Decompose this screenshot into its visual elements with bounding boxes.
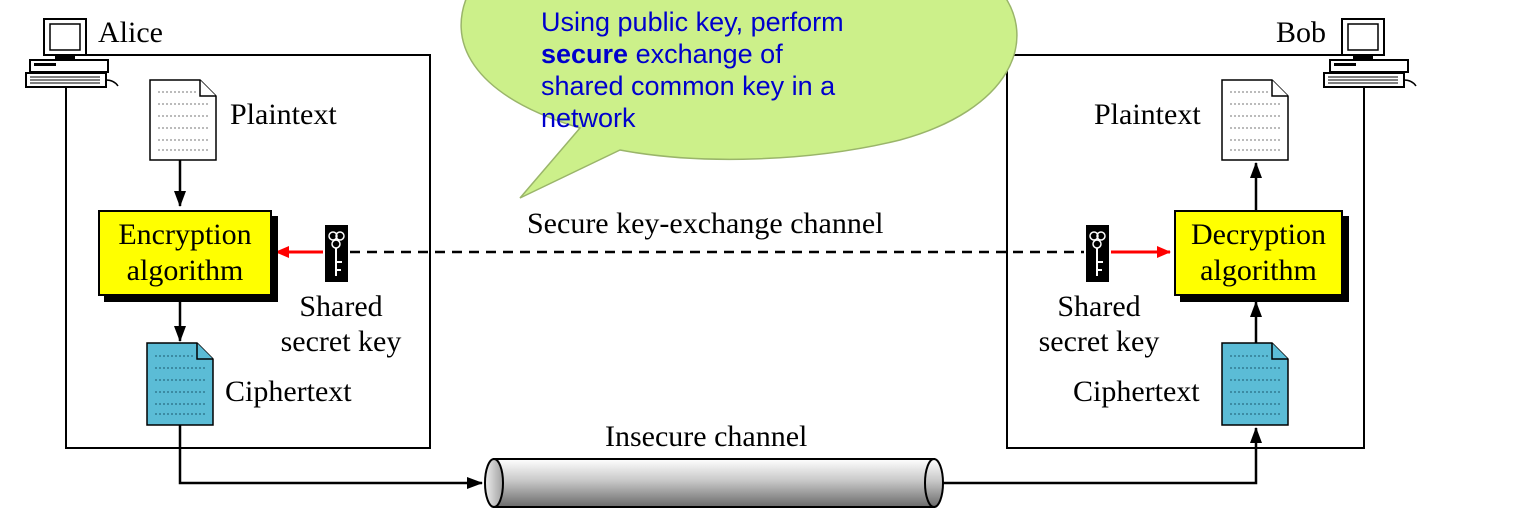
bob-label: Bob xyxy=(1276,16,1327,49)
alice-ciphertext-document-icon xyxy=(146,342,214,426)
bob-plaintext-document-icon xyxy=(1221,79,1289,161)
encryption-label-line2: algorithm xyxy=(126,254,244,287)
bob-ciphertext-document-icon xyxy=(1221,342,1289,426)
alice-computer-icon xyxy=(25,18,119,88)
bob-key-label: Shared secret key xyxy=(1030,290,1168,359)
alice-key-label-line2: secret key xyxy=(280,324,402,358)
insecure-path-right xyxy=(940,427,1262,485)
alice-box xyxy=(65,54,431,449)
alice-key-label-line1: Shared xyxy=(299,290,383,323)
bob-key-label-line2: secret key xyxy=(1038,324,1160,358)
bob-ciphertext-label: Ciphertext xyxy=(1073,375,1200,408)
alice-plaintext-document-icon xyxy=(149,79,217,161)
callout-text: Using public key, perform secure exchang… xyxy=(541,6,941,134)
callout-line2: secure exchange of xyxy=(541,38,941,70)
alice-label: Alice xyxy=(98,16,163,49)
bob-key-label-line1: Shared xyxy=(1057,290,1141,323)
secure-channel-label: Secure key-exchange channel xyxy=(527,207,884,240)
encryption-label-line1: Encryption xyxy=(118,218,252,251)
decryption-algorithm-box: Decryption algorithm xyxy=(1174,210,1343,296)
alice-key-icon xyxy=(325,225,348,282)
insecure-channel-label: Insecure channel xyxy=(605,420,808,453)
bob-key-icon xyxy=(1086,225,1109,282)
alice-ciphertext-label: Ciphertext xyxy=(225,375,352,408)
callout-line1: Using public key, perform xyxy=(541,7,844,37)
callout-line4: network xyxy=(541,103,636,133)
decryption-label-line1: Decryption xyxy=(1191,218,1326,251)
bob-plaintext-label: Plaintext xyxy=(1094,98,1201,131)
alice-key-label: Shared secret key xyxy=(276,290,406,359)
callout-line2-rest: exchange of xyxy=(628,39,783,69)
callout-bold-word: secure xyxy=(541,39,629,69)
alice-plaintext-label: Plaintext xyxy=(230,98,337,131)
insecure-path-left xyxy=(178,425,483,489)
callout-line3: shared common key in a xyxy=(541,71,836,101)
bob-computer-icon xyxy=(1323,18,1417,88)
encryption-algorithm-box: Encryption algorithm xyxy=(98,210,272,296)
decryption-label-line2: algorithm xyxy=(1200,254,1317,287)
callout-bubble xyxy=(460,0,1018,199)
bob-box xyxy=(1006,54,1365,449)
insecure-channel-pipe xyxy=(484,458,944,508)
